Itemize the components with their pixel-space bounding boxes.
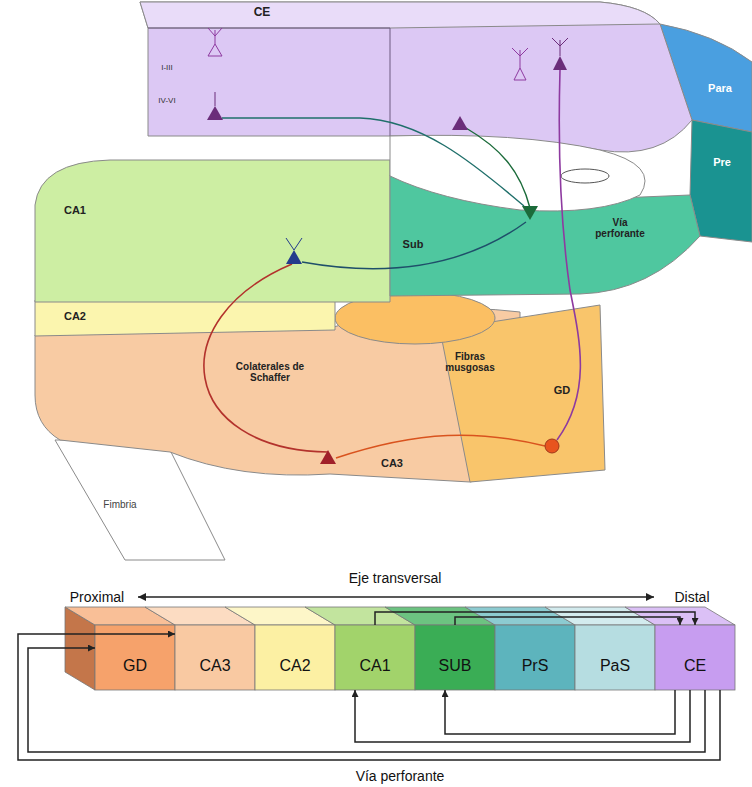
ca1-axon [302, 222, 526, 269]
block-front-face [655, 625, 735, 690]
pathway-connector [455, 617, 680, 625]
region-box: PaS [575, 625, 655, 690]
region-name: GD [554, 384, 571, 397]
axis-arrow [138, 596, 654, 597]
neuron-dendrite [215, 92, 216, 106]
block-front-face [335, 625, 415, 690]
block-front-face [495, 625, 575, 690]
region-name: GD [123, 657, 147, 675]
axis-end-label: Proximal [70, 589, 124, 605]
ca1-region [35, 160, 390, 302]
granule-cell [545, 439, 559, 453]
schaffer-axon [204, 264, 328, 452]
block-front-face [575, 625, 655, 690]
region-name: PrS [522, 657, 549, 675]
pathway-connector [18, 634, 720, 760]
neuron-ca3 [320, 450, 336, 464]
ce-sub-axon [222, 118, 524, 206]
region-box: CA2 [255, 625, 335, 690]
region-name: Para [708, 82, 732, 95]
mossy-axon [336, 435, 545, 458]
region-name: CA1 [359, 657, 390, 675]
region-name: PaS [600, 657, 630, 675]
region-box: SUB [415, 625, 495, 690]
region-name: SUB [439, 657, 472, 675]
pathway-connector [355, 690, 690, 742]
pathway-name: Fibras musgosas [440, 351, 500, 374]
region-name: CE [684, 657, 706, 675]
layer-name: IV-VI [158, 96, 175, 105]
region-box: PrS [495, 625, 575, 690]
region-box: CE [655, 625, 735, 690]
block-front-face [415, 625, 495, 690]
region-name: Pre [713, 156, 731, 169]
region-name: Fimbria [103, 499, 136, 511]
region-name: CE [254, 6, 271, 20]
pathway-connector [28, 648, 705, 752]
layer-name: I-III [161, 63, 173, 72]
neuron-dendrite [552, 38, 568, 56]
sub-axon [466, 128, 530, 208]
region-box: CA3 [175, 625, 255, 690]
neuron-deep [207, 106, 223, 120]
pre-region [690, 120, 752, 242]
region-name: CA1 [64, 204, 86, 217]
neuron-outline [208, 28, 222, 56]
pathway-name: Vía perforante [356, 768, 445, 784]
ca2-region [35, 300, 335, 336]
neuron-sub [522, 206, 538, 220]
ce-top-face [140, 2, 660, 28]
pathway-connector [445, 690, 675, 734]
neuron-dendrite [286, 238, 302, 250]
axis-end-label: Distal [674, 589, 709, 605]
pathway-connector [375, 612, 695, 625]
neuron-superficial [553, 56, 567, 70]
block-front-face [175, 625, 255, 690]
neuron-deep [452, 116, 468, 130]
region-name: Sub [403, 238, 424, 251]
neuron-ca1 [286, 250, 302, 264]
region-box: GD [95, 625, 175, 690]
region-name: CA2 [279, 657, 310, 675]
region-name: CA3 [199, 657, 230, 675]
pathway-name: Colaterales de Schaffer [231, 361, 309, 384]
ce-region [140, 2, 692, 152]
block-front-face [255, 625, 335, 690]
region-box: CA1 [335, 625, 415, 690]
axis-title: Eje transversal [349, 570, 442, 586]
region-name: CA3 [381, 457, 403, 470]
neuron-outline [512, 48, 528, 80]
ce-face-edge [148, 28, 390, 136]
bundle-ring [561, 169, 609, 183]
region-name: CA2 [64, 310, 86, 323]
pathway-name: Vía perforante [588, 217, 652, 240]
